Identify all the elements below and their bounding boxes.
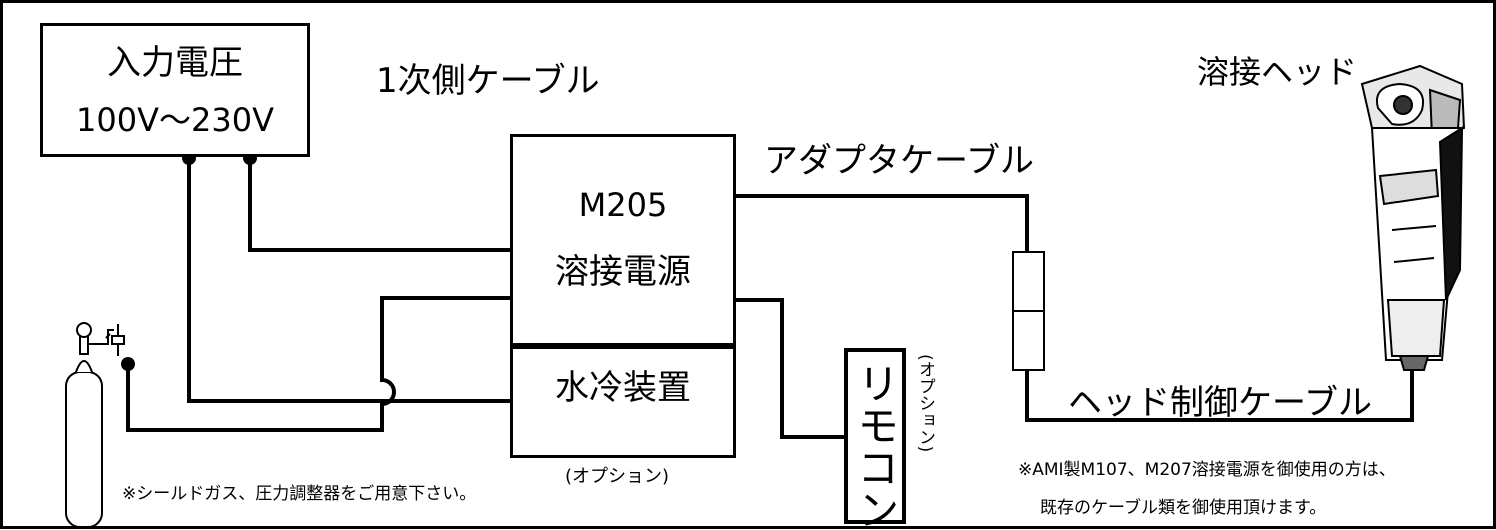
remote-name: リモコン: [851, 362, 900, 530]
primary-cable-label: 1次側ケーブル: [376, 61, 600, 101]
water-cooler-option: (オプション): [565, 466, 670, 487]
welding-head-label: 溶接ヘッド: [1197, 53, 1358, 91]
water-cooler-box: 水冷装置: [510, 346, 736, 458]
primary-cable-line: [248, 156, 514, 252]
gas-hose-line: [126, 296, 514, 432]
gas-cylinder-icon: [65, 322, 125, 528]
water-cooler-name: 水冷装置: [555, 368, 691, 408]
terminal-dot: [121, 357, 135, 371]
adapter-cable-label: アダプタケーブル: [764, 141, 1034, 181]
ami-note-line1: ※AMI製M107、M207溶接電源を御使用の方は、: [1018, 460, 1396, 480]
remote-box: リモコン: [844, 348, 906, 530]
remote-cable-line: [732, 298, 848, 439]
welding-head-icon: [1360, 64, 1466, 371]
head-control-cable-line: [1025, 368, 1414, 422]
remote-option: (オプション): [915, 354, 935, 453]
power-source-box: M205 溶接電源: [510, 134, 736, 346]
head-control-cable-label: ヘッド制御ケーブル: [1068, 383, 1372, 423]
input-voltage-box: 入力電圧 100V～230V: [40, 23, 310, 157]
ami-note-line2: 既存のケーブル類を御使用頂けます。: [1040, 498, 1327, 518]
input-voltage-range: 100V～230V: [76, 101, 274, 139]
input-voltage-title: 入力電圧: [107, 43, 243, 83]
gas-note: ※シールドガス、圧力調整器をご用意下さい。: [122, 484, 477, 504]
primary-cable-line-cooler: [187, 156, 514, 403]
adapter-cable-line: [732, 194, 1029, 254]
power-source-name: 溶接電源: [555, 252, 691, 292]
power-source-model: M205: [578, 186, 668, 224]
